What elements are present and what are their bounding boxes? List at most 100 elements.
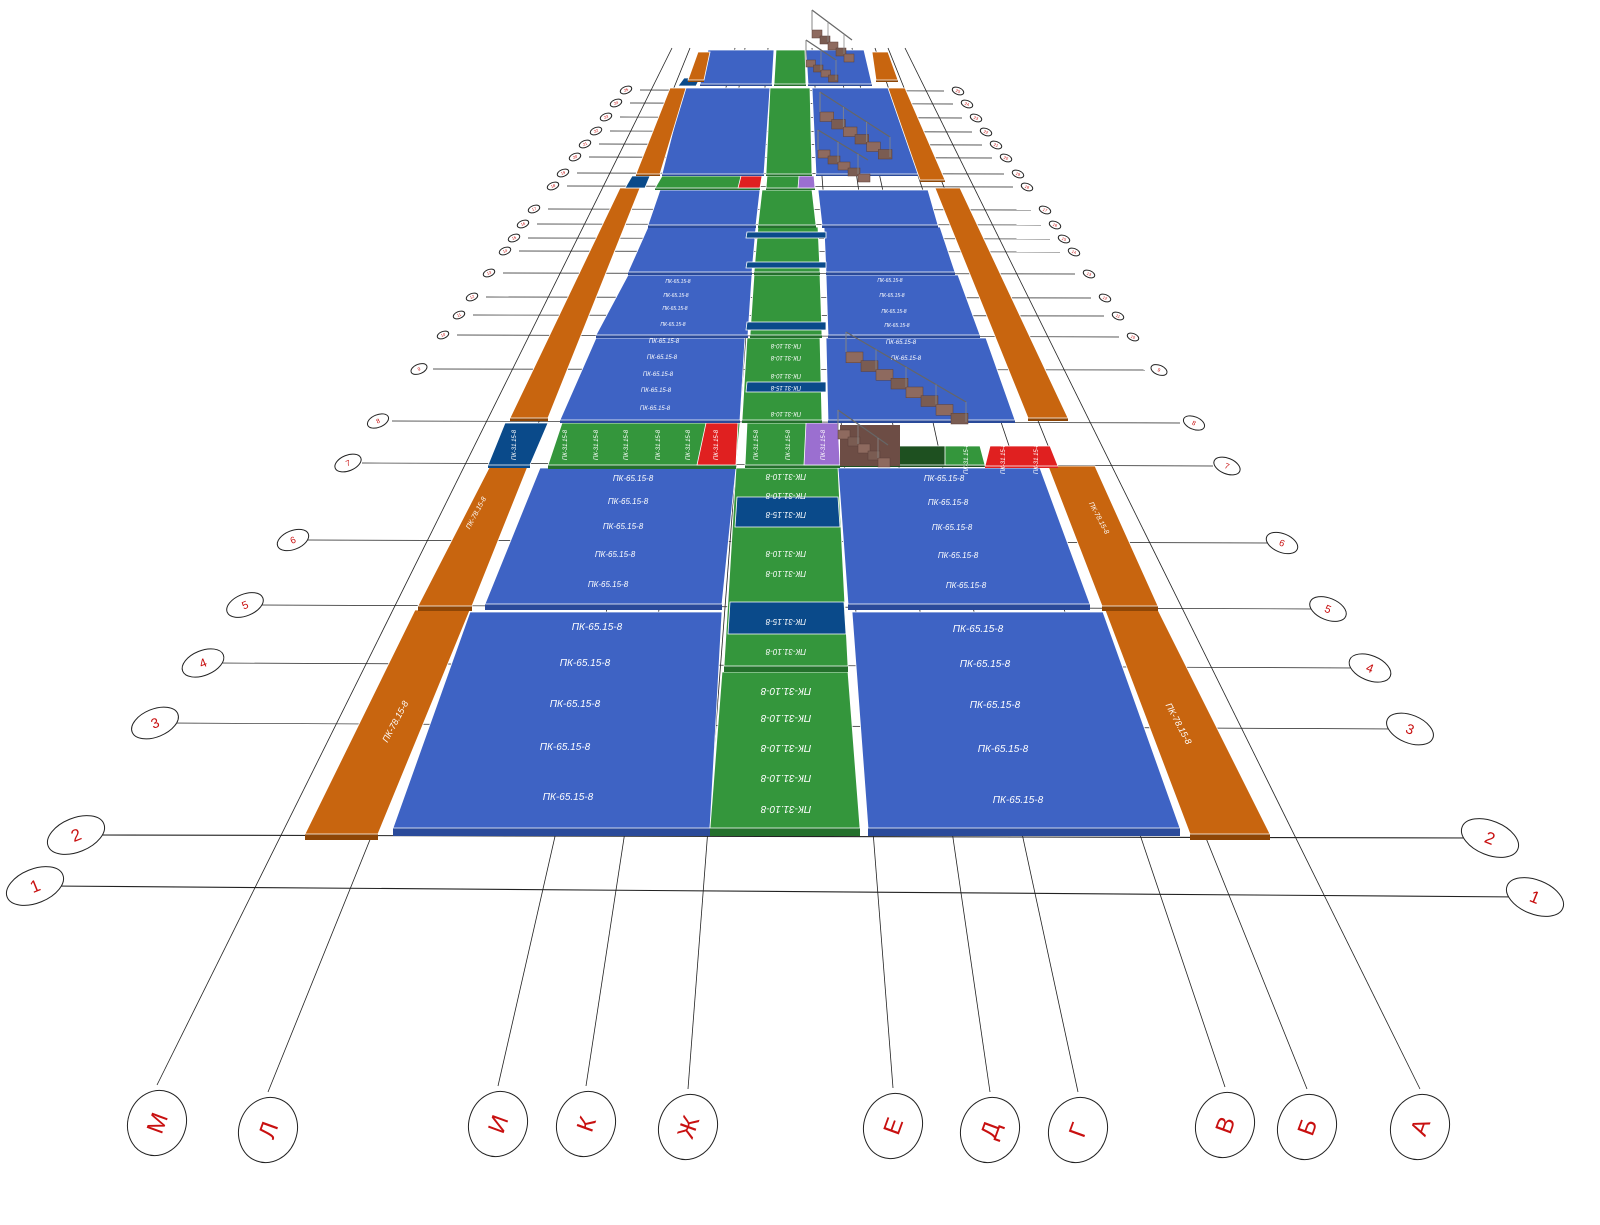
slab-label-green: ПК-31.10-8: [765, 491, 806, 500]
row-axis-bubble-left: 8: [366, 413, 390, 429]
row-axis-bubble-left: 6: [276, 528, 310, 552]
slab-top-left-side: [700, 84, 772, 86]
slab-block-left-1-top: [392, 611, 723, 829]
slab-orange-left-5-side: [688, 80, 704, 82]
axis-bubble-label: 11: [1115, 313, 1121, 319]
column-axis-bubble: М: [127, 1089, 187, 1157]
axis-bubble-label: 20: [572, 153, 579, 160]
slab-label-blue: ПК-65.15-8: [877, 278, 902, 284]
slab-center-dark-2: [734, 496, 841, 528]
slab-top-left: [699, 49, 775, 86]
slab-band-red-right: [984, 445, 1059, 468]
row-axis-bubble-right: 1: [1505, 877, 1565, 917]
row-axis-bubble-left: 12: [465, 292, 479, 302]
slab-label-small: ПК-31.15-8: [656, 429, 662, 460]
axis-bubble-label: 17: [531, 205, 538, 212]
row-axis-bubble-left: 17: [527, 204, 541, 214]
axis-bubble-label: 23: [973, 115, 980, 122]
slab-upper-center-4: [757, 189, 817, 228]
slab-upper-dark-1: [745, 381, 827, 393]
slab-orange-right-2-top: [1047, 465, 1159, 607]
slab-band-red-right-side: [985, 466, 1058, 468]
row-axis-line: [48, 885, 1522, 898]
slab-band-left: [547, 422, 741, 469]
axis-bubble-label: 10: [440, 331, 447, 338]
stair-icon: [805, 39, 839, 83]
slab-label-blue: ПК-65.15-8: [665, 279, 690, 285]
slab-label-blue: ПК-65.15-8: [595, 550, 636, 559]
slab-band-dark-left: [487, 422, 549, 468]
slab-label-green: ПК-31.10-8: [760, 803, 811, 814]
slab-label-small: ПК-31.15-8: [786, 429, 792, 460]
slab-label-blue: ПК-65.15-8: [660, 322, 685, 328]
axis-bubble-label: 10: [1130, 334, 1137, 341]
slab-label-blue: ПК-65.15-8: [884, 323, 909, 329]
slab-label-dark: ПК-31.15-8: [770, 384, 801, 390]
slab-label-blue: ПК-65.15-8: [543, 792, 594, 803]
axis-bubble-label: 17: [1042, 207, 1049, 214]
slab-upper-dark-4-top: [745, 231, 827, 239]
row-axis-bubble-left: 5: [226, 592, 264, 618]
slab-label-green: ПК-31.10-8: [770, 342, 801, 348]
slab-upper-dark-3-top: [745, 261, 827, 269]
slab-band-left-side: [548, 465, 736, 469]
slab-label-blue: ПК-65.15-8: [879, 293, 904, 299]
slab-label-blue: ПК-65.15-8: [946, 581, 987, 590]
slab-far-band-red-top: [737, 175, 763, 189]
slab-orange-right-3-top: [934, 187, 1069, 419]
row-axis-bubble-left: 13: [482, 268, 496, 278]
axis-bubble-label: 13: [486, 269, 493, 276]
axis-bubble-label: 22: [983, 129, 990, 136]
slab-label-blue: ПК-65.15-8: [608, 497, 649, 506]
row-axis-bubble-right: 5: [1309, 596, 1347, 622]
column-axis-bubble: Б: [1277, 1093, 1337, 1161]
column-axis-bubble: Е: [863, 1092, 923, 1160]
axis-bubble-label: 25: [623, 86, 630, 93]
column-axis-line: [904, 47, 1421, 1090]
row-axis-bubble-left: 22: [589, 126, 603, 136]
slab-upper-left-2-side: [596, 335, 748, 338]
column-axis-bubble: А: [1390, 1093, 1450, 1161]
axis-bubble-label: 19: [1015, 171, 1022, 178]
slab-upper-center-4-top: [757, 189, 817, 226]
slab-top-center-side: [774, 84, 806, 86]
slab-label-blue: ПК-65.15-8: [663, 293, 688, 299]
slab-label-green: ПК-31.10-8: [770, 372, 801, 378]
slab-label-small: ПК-31.15-8: [754, 429, 760, 460]
slab-orange-left-4-top: [635, 87, 687, 175]
slab-orange-left-2-side: [418, 606, 472, 611]
slab-center-dark-2-top: [734, 496, 841, 528]
slab-orange-left-4-side: [636, 174, 660, 176]
slab-upper-right-2: [825, 274, 981, 338]
row-axis-bubble-right: 22: [979, 127, 993, 137]
axis-bubble-label: 15: [511, 234, 518, 241]
slab-label-green: ПК-31.10-8: [765, 549, 806, 558]
slab-band-dark-left-side: [488, 465, 530, 468]
axis-bubble-label: 22: [593, 127, 600, 134]
slab-far-center-side: [766, 174, 812, 176]
column-axis-bubble: К: [556, 1090, 616, 1158]
row-axis-bubble-right: 8: [1182, 415, 1206, 431]
axis-bubble-label: 16: [520, 220, 527, 227]
slab-label-green: ПК-31.10-8: [760, 772, 811, 783]
slab-upper-left-4-top: [647, 189, 761, 226]
slab-orange-right-5: [871, 51, 899, 82]
slab-upper-center-4-side: [758, 225, 816, 228]
stairs: [805, 9, 969, 468]
slab-label-blue: ПК-65.15-8: [886, 340, 917, 346]
slab-label-blue: ПК-65.15-8: [970, 700, 1021, 711]
axis-bubble-label: 20: [1003, 155, 1010, 162]
slab-band-red-right-top: [984, 445, 1059, 467]
slab-top-right-side: [808, 84, 872, 86]
slab-orange-right-3-side: [1028, 418, 1068, 421]
slab-label-blue: ПК-65.15-8: [588, 580, 629, 589]
slab-label-blue: ПК-65.15-8: [932, 523, 973, 532]
slab-orange-left-5: [687, 51, 711, 82]
slab-label-blue: ПК-65.15-8: [649, 339, 680, 345]
column-axis-bubble: Ж: [658, 1093, 718, 1161]
slab-center-1: [709, 671, 861, 836]
row-axis-bubble-left: 1: [5, 866, 65, 906]
row-axis-bubble-left: 18: [546, 181, 560, 191]
